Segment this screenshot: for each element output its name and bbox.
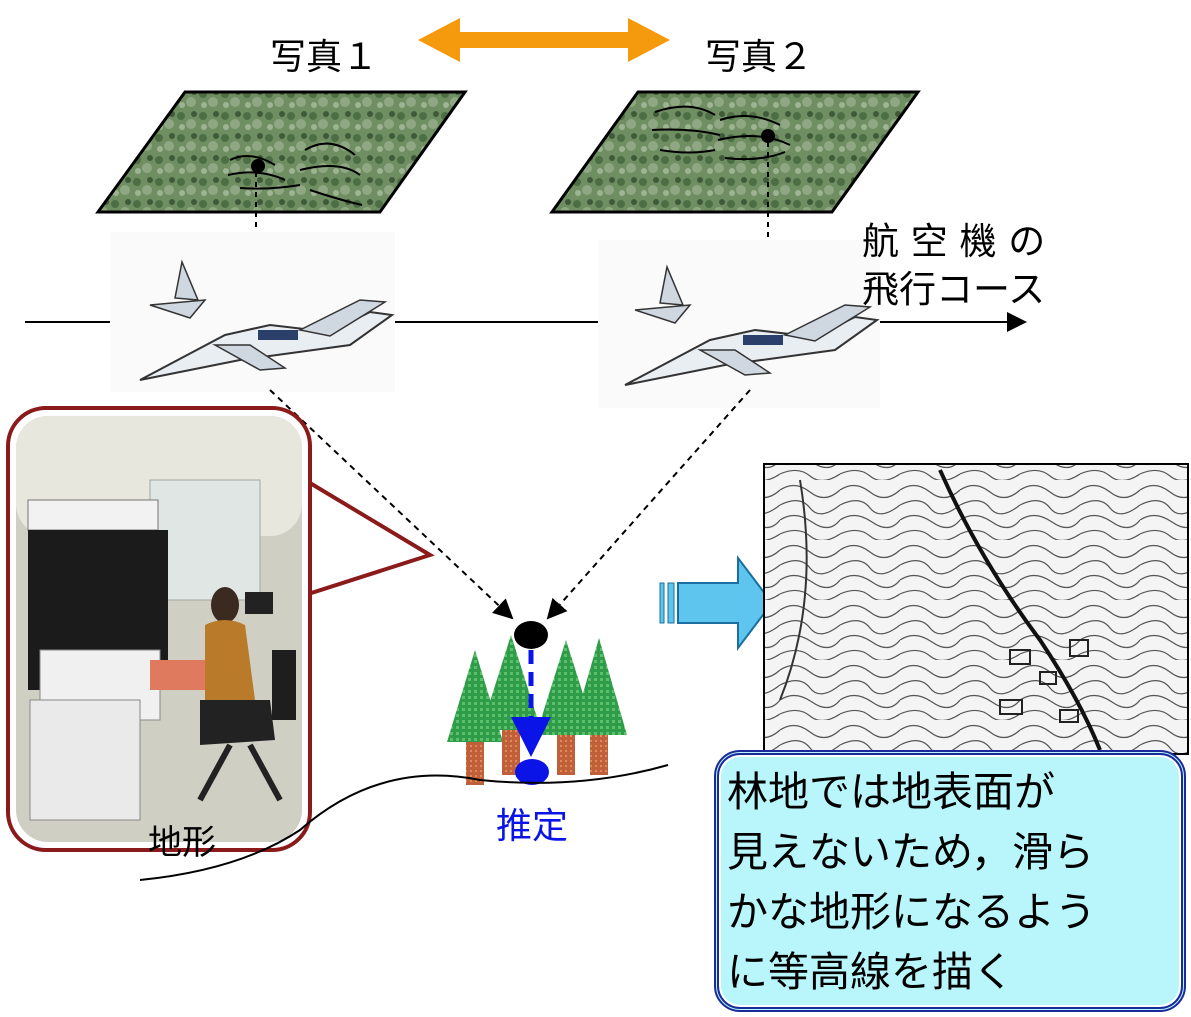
sight-line-1 xyxy=(269,389,514,620)
photo-1-label: 写真１ xyxy=(270,37,379,78)
terrain-line xyxy=(139,764,669,881)
airplane-icon xyxy=(110,232,395,392)
estimate-label: 推定 xyxy=(496,806,569,847)
ground-point-marker xyxy=(515,759,549,785)
airplane-icon xyxy=(598,240,880,408)
topographic-map xyxy=(763,463,1189,755)
aerial-photo-1 xyxy=(95,90,468,214)
flight-course-label: 航 空 機 の 飛行コース xyxy=(862,218,1045,314)
terrain-label: 地形 xyxy=(148,823,216,863)
aerial-photo-2 xyxy=(549,90,921,214)
photo-2-label: 写真２ xyxy=(705,37,814,78)
sight-line-2 xyxy=(546,389,751,620)
stereo-plotter-photo xyxy=(6,406,435,852)
photo-point-marker xyxy=(514,621,548,649)
flight-course-label-line2: 飛行コース xyxy=(862,268,1046,311)
flight-course-label-line1: 航 空 機 の xyxy=(862,220,1046,263)
block-arrow-icon xyxy=(659,555,774,651)
double-arrow-icon xyxy=(418,18,670,62)
note-box xyxy=(714,750,1186,1012)
note-text: 林地では地表面が 見えないため，滑ら かな地形になるよう に等高線を描く xyxy=(727,768,1096,996)
